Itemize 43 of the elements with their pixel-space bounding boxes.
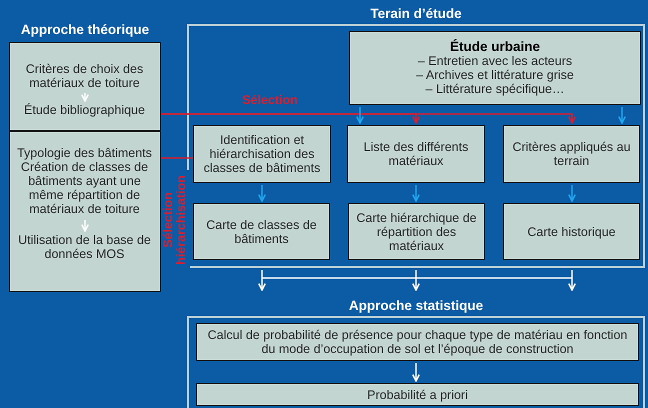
arrow [356, 107, 364, 124]
arrow [412, 363, 420, 382]
section-heading: Approche théorique [20, 22, 150, 38]
list-item: – Entretien avec les acteurs [416, 54, 574, 68]
text-label: Typologie des bâtiments Création de classes de bâtiments ayant une même répartition de matériaux de toiture [10, 146, 160, 218]
box-text: Probabilité a priori [366, 388, 469, 402]
process-box [193, 203, 330, 260]
arrow [161, 113, 576, 124]
arrow [258, 185, 266, 202]
arrow [412, 270, 420, 291]
section-heading: Approche statistique [348, 298, 484, 314]
box-text: Carte historique [526, 224, 617, 238]
box-text: Carte hiérarchique de répartition des matériaux [355, 210, 478, 252]
box-text: Liste des différents matériaux [362, 140, 470, 168]
panel-box [9, 131, 161, 292]
process-box [503, 203, 640, 260]
text-label: Utilisation de la base de données MOS [10, 232, 160, 262]
arrow [81, 93, 89, 102]
arrow [618, 107, 626, 124]
box-text: Critères appliqués au terrain [511, 140, 632, 168]
edge-label: Sélection hiérarchisation [162, 170, 190, 270]
process-box [196, 383, 639, 406]
section-heading: Terain d’étude [369, 6, 463, 22]
arrow [568, 185, 576, 202]
text-label: Étude bibliographique [10, 102, 160, 120]
arrow [412, 185, 420, 202]
process-box [349, 31, 641, 105]
list-item: – Littérature spécifique… [424, 82, 566, 96]
arrow [81, 220, 89, 232]
process-box [196, 323, 639, 361]
box-title: Étude urbaine [448, 40, 541, 54]
arrow [258, 270, 266, 291]
box-text: Calcul de probabilité de présence pour chaque type de matériau en fonction du mode d’occupation de sol et l’époque de construction [206, 328, 628, 356]
box-text: Carte de classes de bâtiments [205, 218, 318, 246]
arrow [568, 270, 576, 291]
text-label: Critères de choix des matériaux de toiture [10, 62, 160, 90]
box-text: Identification et hiérarchisation des classes de bâtiments [202, 133, 322, 175]
process-box [348, 203, 485, 260]
process-box [503, 125, 640, 183]
list-item: – Archives et littérature grise [415, 68, 575, 82]
process-box [347, 125, 485, 183]
process-box [193, 125, 331, 183]
panel-box [9, 42, 161, 131]
